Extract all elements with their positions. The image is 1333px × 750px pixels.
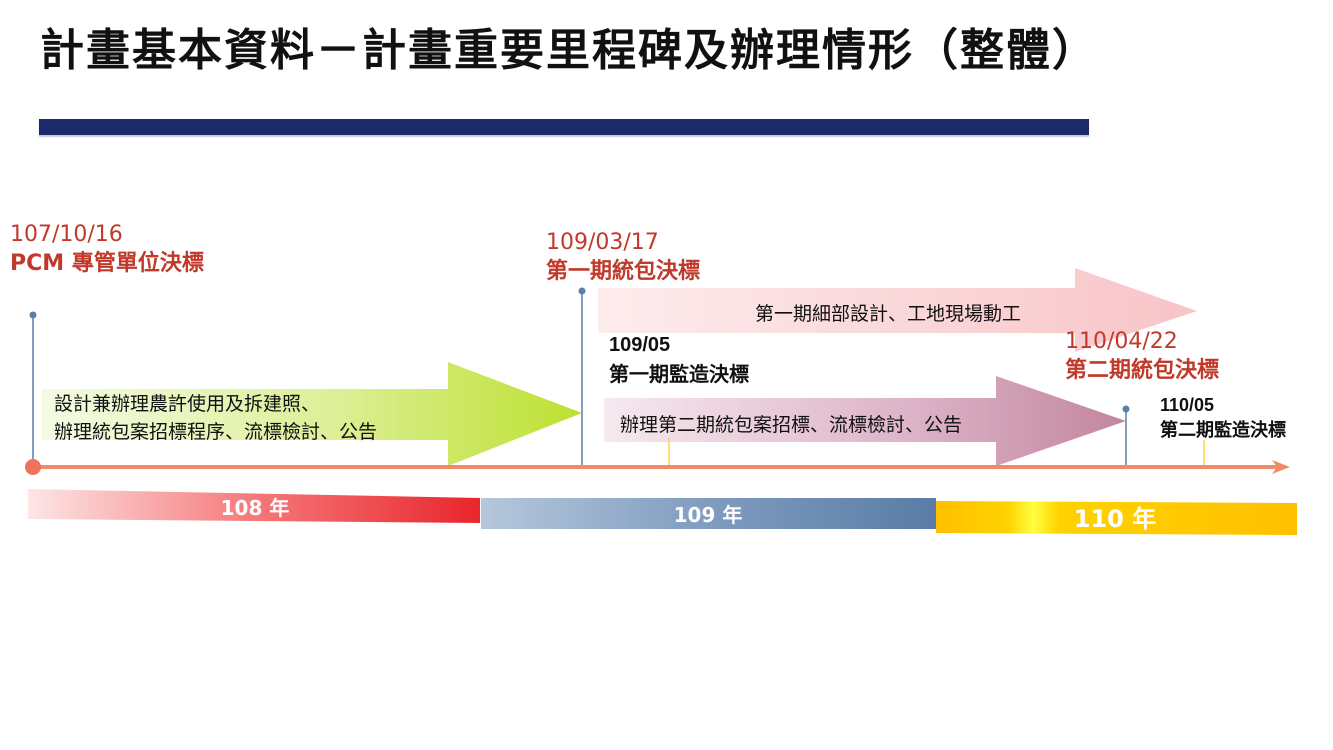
milestone-phase2-supervision: 110/05 第二期監造決標 <box>1160 393 1300 443</box>
page-title: 計畫基本資料－計畫重要里程碑及辦理情形（整體） <box>40 25 1098 76</box>
milestone-phase1-contract: 109/03/17 第一期統包決標 <box>546 228 700 286</box>
year-bar-108 <box>28 489 480 523</box>
milestone-date: 110/05 <box>1160 395 1215 415</box>
milestone-date: 107/10/16 <box>10 222 123 247</box>
title-underline-bar <box>39 119 1089 135</box>
task-label-line: 辦理統包案招標程序、流標檢討、公告 <box>54 421 378 443</box>
timeline-arrowhead <box>1272 460 1290 474</box>
milestone-label: 第一期統包決標 <box>546 259 701 284</box>
timeline-start-dot <box>25 459 41 475</box>
milestone-label: 第二期統包決標 <box>1065 358 1220 383</box>
milestone-date: 109/05 <box>609 334 671 356</box>
milestone-pcm: 107/10/16 PCM 專管單位決標 <box>10 220 204 278</box>
year-label-110: 110 年 <box>1073 505 1157 533</box>
milestone-label: 第一期監造決標 <box>609 362 749 386</box>
task-label-design-permits: 設計兼辦理農許使用及拆建照、 辦理統包案招標程序、流標檢討、公告 <box>54 390 377 446</box>
year-bar-110 <box>936 501 1297 535</box>
task-arrow-phase1-construction <box>598 268 1197 352</box>
task-label-line: 設計兼辦理農許使用及拆建照、 <box>54 393 321 415</box>
milestone-date: 109/03/17 <box>546 230 659 255</box>
milestone-label: 第二期監造決標 <box>1160 420 1286 441</box>
year-label-109: 109 年 <box>673 503 743 527</box>
task-label-phase1-construction: 第一期細部設計、工地現場動工 <box>755 303 1022 325</box>
year-bar-109 <box>481 498 936 529</box>
year-label-108: 108 年 <box>220 496 290 520</box>
milestone-dot-phase1-contract <box>578 287 586 295</box>
task-label-phase2-tender: 辦理第二期統包案招標、流標檢討、公告 <box>620 414 963 436</box>
milestone-dot-pcm <box>29 311 37 319</box>
milestone-phase1-supervision: 109/05 第一期監造決標 <box>609 331 765 389</box>
milestone-phase2-contract: 110/04/22 第二期統包決標 <box>1065 327 1219 385</box>
milestone-date: 110/04/22 <box>1065 329 1178 354</box>
task-arrow-phase2-tender <box>604 376 1126 466</box>
milestone-label: PCM 專管單位決標 <box>10 251 204 276</box>
milestone-dot-phase2-contract <box>1122 405 1130 413</box>
task-arrow-design-permits <box>42 362 582 466</box>
